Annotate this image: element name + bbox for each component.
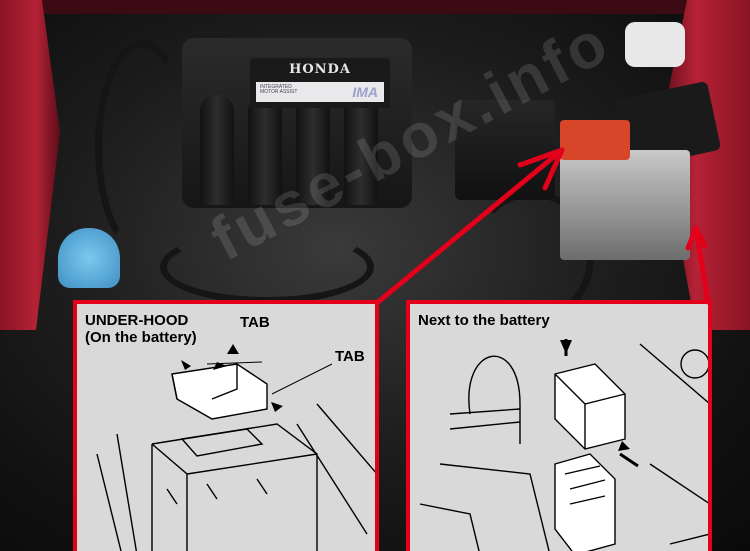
battery-line-drawing (96, 344, 375, 551)
intake-runner (296, 95, 330, 205)
intake-runner (248, 95, 282, 205)
battery-fuse-cover (560, 120, 630, 160)
hose (95, 40, 189, 254)
left-fender (0, 0, 60, 330)
inset-title: UNDER-HOOD (On the battery) (85, 312, 197, 346)
ima-text: INTEGRATED MOTOR ASSIST (260, 84, 298, 95)
tab-label: TAB (240, 314, 270, 331)
inset-under-hood-on-battery: UNDER-HOOD (On the battery) TAB TAB (73, 300, 379, 551)
tab-label: TAB (335, 348, 365, 365)
brake-fluid-reservoir (625, 22, 685, 67)
engine-badge: HONDA INTEGRATED MOTOR ASSIST IMA (250, 58, 390, 108)
inset-next-to-battery: Next to the battery (406, 300, 712, 551)
title-line-2: (On the battery) (85, 329, 197, 346)
hood-edge (0, 0, 750, 14)
ima-plate: INTEGRATED MOTOR ASSIST IMA (256, 82, 384, 102)
intake-runner (344, 95, 378, 205)
intake-runner (200, 95, 234, 205)
battery (560, 150, 690, 260)
fuse-box-line-drawing (419, 339, 708, 551)
honda-logo: HONDA (289, 62, 351, 77)
title-line-1: UNDER-HOOD (85, 312, 189, 329)
inset-title: Next to the battery (418, 312, 550, 329)
washer-fluid-reservoir (58, 228, 120, 288)
ima-mark: IMA (352, 84, 378, 100)
